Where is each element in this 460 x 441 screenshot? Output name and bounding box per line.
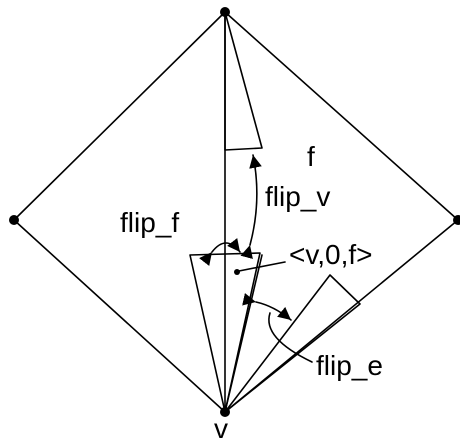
outer-edge-top-right <box>224 11 459 221</box>
face-label: f <box>307 141 315 172</box>
vertex-right <box>453 215 460 225</box>
dart-right-inner-line <box>224 254 263 413</box>
flip-v-arrow <box>240 154 262 260</box>
dart-right <box>224 274 361 413</box>
flip-v-label: flip_v <box>265 181 330 212</box>
outer-edge-top-left <box>13 11 226 221</box>
vertex-left <box>9 215 19 225</box>
flip-e-leader <box>268 312 313 363</box>
flip-e-arrow <box>242 292 292 321</box>
dart-marker-dot <box>234 269 240 275</box>
vertex-v-label: v <box>214 413 228 441</box>
outer-edge-bottom-left <box>13 219 226 413</box>
dart-label: <v,0,f> <box>289 239 373 270</box>
flip-e-label: flip_e <box>316 350 383 381</box>
dart-top <box>224 11 263 151</box>
flip-f-label: flip_f <box>120 207 179 238</box>
flip-f-arrow <box>199 237 241 267</box>
dart-leader-line <box>238 261 286 272</box>
